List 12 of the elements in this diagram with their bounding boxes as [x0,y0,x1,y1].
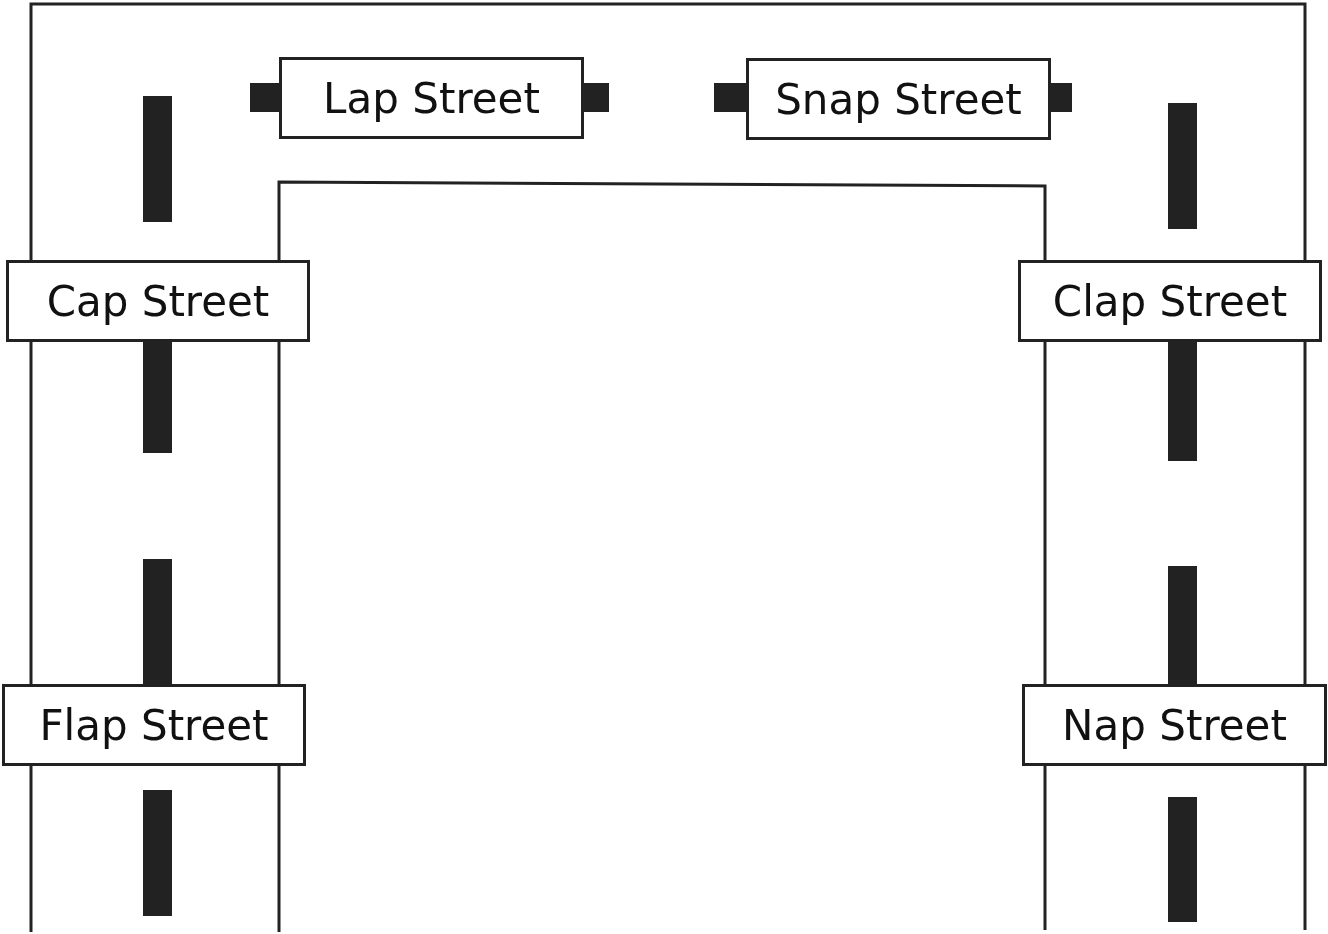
street-name: Flap Street [39,700,269,750]
street-name: Clap Street [1052,276,1288,326]
street-sign [279,57,584,139]
street-name: Snap Street [775,74,1022,124]
street-name: Cap Street [46,276,270,326]
street-sign [746,58,1051,140]
street-sign [1022,684,1327,766]
street-sign [2,684,306,766]
street-sign [1018,260,1322,342]
street-name: Lap Street [323,73,540,123]
street-sign [6,260,310,342]
street-name: Nap Street [1062,700,1287,750]
